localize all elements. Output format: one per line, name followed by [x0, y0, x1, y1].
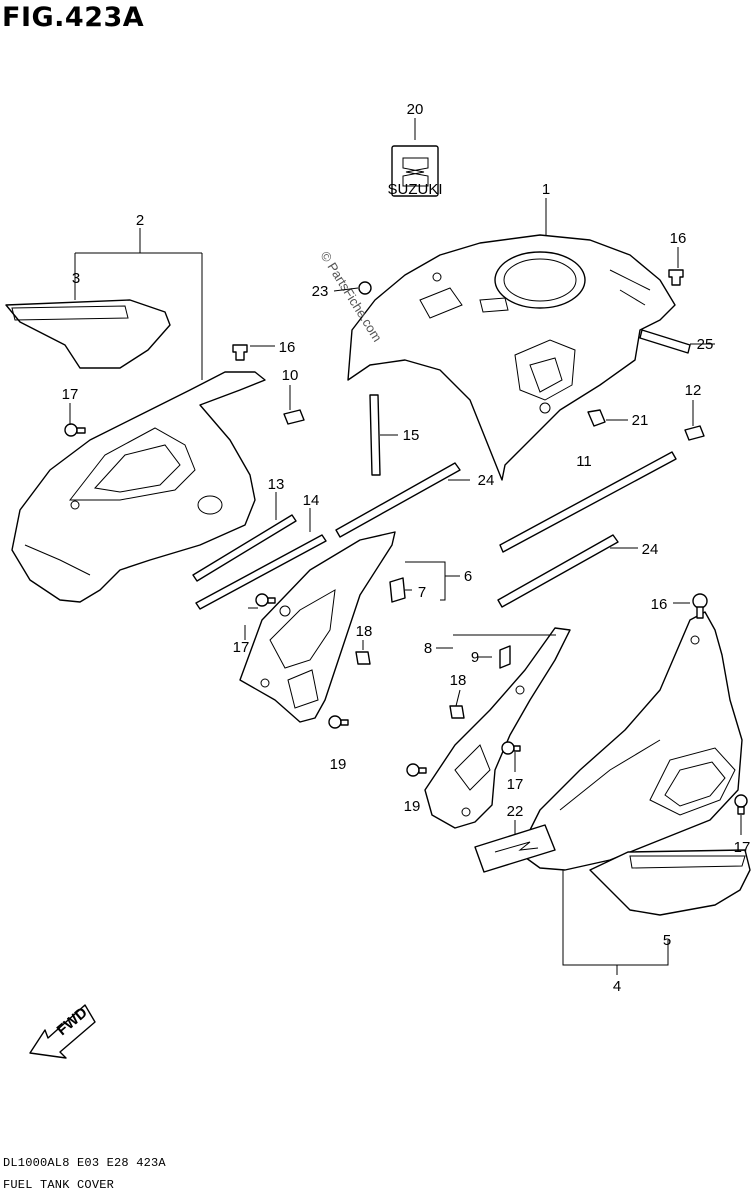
screw-part-17-b[interactable]: [255, 593, 276, 607]
left-side-cover-part-2[interactable]: [11, 371, 266, 603]
cushion-part-10[interactable]: [283, 409, 305, 425]
callout-20: 20: [407, 101, 424, 118]
callout-labels: 1 2 3 4 5 6 7 8 9 10 11 12 13 14 15 16 1…: [62, 101, 751, 995]
callout-17-c: 17: [507, 776, 524, 793]
callout-24-lower: 24: [642, 541, 659, 558]
right-side-cover-part-4[interactable]: [521, 611, 743, 871]
clip-part-21[interactable]: [587, 409, 606, 427]
screw-part-17-d[interactable]: [734, 794, 748, 815]
cushion-part-7[interactable]: [389, 577, 406, 603]
callout-15: 15: [403, 427, 420, 444]
leader-lines: [69, 118, 742, 975]
callout-14: 14: [303, 492, 320, 509]
foam-strip-part-24-upper[interactable]: [335, 451, 677, 553]
callout-5: 5: [663, 932, 671, 949]
emblem-part-20[interactable]: SUZUKI: [387, 145, 443, 198]
callout-13: 13: [268, 476, 285, 493]
callout-19-a: 19: [330, 756, 347, 773]
foam-strip-part-14[interactable]: [195, 534, 327, 610]
callout-21: 21: [632, 412, 649, 429]
callout-16-right: 16: [651, 596, 668, 613]
footer-diagram-code: DL1000AL8 E03 E28 423A: [3, 1156, 166, 1170]
foam-strip-part-15[interactable]: [369, 394, 381, 476]
callout-9: 9: [471, 649, 479, 666]
screw-part-17-a[interactable]: [64, 423, 86, 437]
callout-17-d: 17: [734, 839, 751, 856]
callout-4: 4: [613, 978, 621, 995]
screw-part-19-b[interactable]: [406, 763, 427, 777]
left-inner-bracket-part-6[interactable]: [239, 531, 396, 723]
forward-arrow-icon: FWD: [29, 1004, 96, 1059]
callout-11: 11: [576, 453, 592, 470]
nut-part-18-b[interactable]: [449, 705, 465, 719]
right-decal-part-5[interactable]: [589, 849, 751, 916]
callout-1: 1: [542, 181, 550, 198]
nut-part-18-a[interactable]: [355, 651, 371, 665]
callout-19-b: 19: [404, 798, 421, 815]
screw-part-17-c[interactable]: [501, 741, 521, 755]
left-decal-part-3[interactable]: [5, 299, 171, 369]
callout-22: 22: [507, 803, 524, 820]
emblem-part-22[interactable]: [474, 824, 556, 873]
cushion-part-9[interactable]: [499, 645, 511, 669]
foam-strip-part-24-lower[interactable]: [497, 534, 619, 608]
callout-7: 7: [418, 584, 426, 601]
foam-strip-part-13[interactable]: [192, 514, 297, 582]
right-inner-bracket-part-8[interactable]: [424, 627, 571, 829]
cushion-part-12[interactable]: [684, 425, 705, 441]
callout-8: 8: [424, 640, 432, 657]
callout-23: 23: [312, 283, 329, 300]
emblem-text: SUZUKI: [387, 181, 442, 198]
bolt-part-16-left[interactable]: [232, 344, 248, 361]
screw-part-19-a[interactable]: [328, 715, 349, 729]
figure-title: FIG.423A: [2, 2, 145, 33]
bolt-part-16-right[interactable]: [692, 593, 708, 619]
callout-17-a: 17: [62, 386, 79, 403]
callout-2: 2: [136, 212, 144, 229]
callout-3: 3: [72, 270, 80, 287]
callout-25: 25: [697, 336, 714, 353]
tank-cover-part-1[interactable]: [347, 234, 676, 481]
foam-strip-part-25[interactable]: [639, 329, 691, 354]
footer-diagram-name: FUEL TANK COVER: [3, 1178, 115, 1192]
callout-10: 10: [282, 367, 299, 384]
callout-18-a: 18: [356, 623, 373, 640]
callout-17-b: 17: [233, 639, 250, 656]
bolt-part-16-top[interactable]: [668, 269, 684, 286]
callout-18-b: 18: [450, 672, 467, 689]
callout-24-upper: 24: [478, 472, 495, 489]
callout-16-left: 16: [279, 339, 296, 356]
screw-part-23[interactable]: [358, 281, 372, 295]
callout-12: 12: [685, 382, 702, 399]
callout-6: 6: [464, 568, 472, 585]
callout-16-top: 16: [670, 230, 687, 247]
